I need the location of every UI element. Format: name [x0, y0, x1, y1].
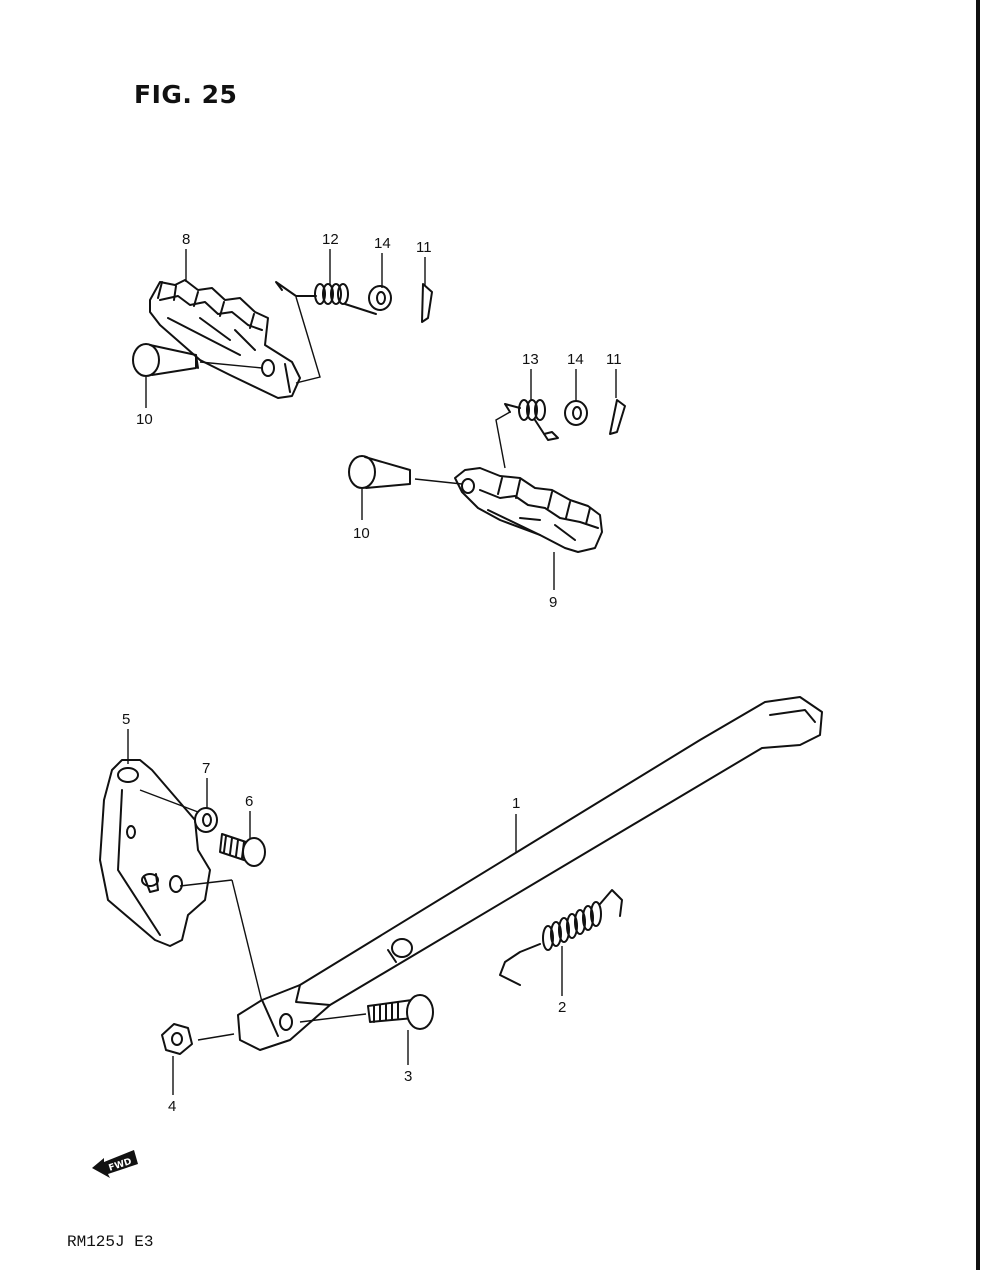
side-stand	[237, 696, 823, 1051]
callout-13: 13	[522, 351, 539, 400]
svg-text:12: 12	[322, 231, 339, 248]
callout-10-upper: 10	[136, 377, 153, 428]
washer-lower	[564, 400, 588, 426]
figure-title: FIG. 25	[134, 80, 238, 109]
callout-11-upper: 11	[416, 239, 432, 286]
footrest-right	[454, 467, 603, 553]
callout-11-lower: 11	[606, 351, 622, 398]
svg-text:10: 10	[136, 411, 153, 428]
callout-2: 2	[558, 946, 566, 1016]
stand-spring	[499, 889, 623, 986]
callout-3: 3	[404, 1030, 412, 1085]
footrest-spring-upper	[275, 281, 377, 315]
svg-text:11: 11	[606, 351, 622, 368]
callout-14-upper: 14	[374, 235, 391, 288]
svg-text:14: 14	[374, 235, 391, 252]
svg-text:7: 7	[202, 760, 210, 777]
svg-text:3: 3	[404, 1068, 412, 1085]
footrest-pin-lower	[348, 455, 411, 489]
page-border	[976, 0, 980, 1270]
callout-7: 7	[202, 760, 210, 808]
svg-text:10: 10	[353, 525, 370, 542]
washer-upper	[368, 285, 392, 311]
svg-text:2: 2	[558, 999, 566, 1016]
bracket-bolt	[219, 833, 266, 867]
svg-text:9: 9	[549, 594, 557, 611]
callout-9: 9	[549, 552, 557, 611]
footrest-spring-lower	[504, 399, 559, 441]
svg-text:13: 13	[522, 351, 539, 368]
footrest-pin-upper	[132, 343, 199, 377]
bracket-washer	[194, 807, 218, 833]
svg-text:14: 14	[567, 351, 584, 368]
fwd-arrow-icon: FWD	[92, 1150, 138, 1178]
cotter-pin-lower	[609, 399, 626, 435]
callout-6: 6	[245, 793, 253, 838]
callout-10-lower: 10	[353, 489, 370, 542]
callout-12: 12	[322, 231, 339, 286]
callout-4: 4	[168, 1056, 176, 1115]
svg-text:1: 1	[512, 795, 520, 812]
svg-text:4: 4	[168, 1098, 176, 1115]
side-stand-bracket	[99, 759, 211, 947]
svg-text:11: 11	[416, 239, 432, 256]
svg-text:6: 6	[245, 793, 253, 810]
footrest-left	[149, 279, 301, 399]
callout-8: 8	[182, 231, 190, 282]
svg-text:5: 5	[122, 711, 130, 728]
callout-14-lower: 14	[567, 351, 584, 401]
stand-bolt	[367, 994, 434, 1030]
cotter-pin-upper	[421, 283, 433, 323]
callout-1: 1	[512, 795, 520, 852]
callout-5: 5	[122, 711, 130, 764]
stand-nut	[161, 1023, 193, 1055]
model-code: RM125J E3	[67, 1233, 154, 1251]
svg-text:8: 8	[182, 231, 190, 248]
